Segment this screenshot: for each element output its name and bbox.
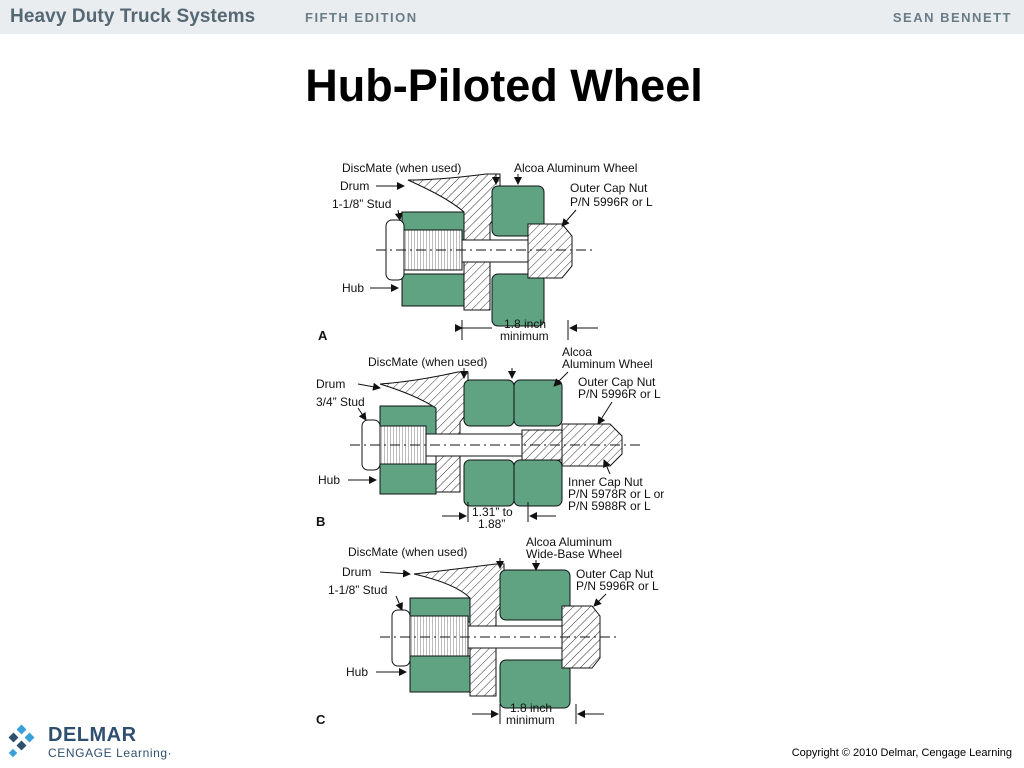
label-wheel-b-1: Alcoa xyxy=(562,345,592,359)
label-dim-a-1: 1.8 inch xyxy=(504,317,546,331)
stud-a-thread xyxy=(403,229,463,271)
logo-sub-text: CENGAGE Learning xyxy=(48,746,168,760)
label-hub-c: Hub xyxy=(346,665,368,679)
panel-c: Alcoa Aluminum Wide-Base Wheel DiscMate … xyxy=(316,535,659,727)
stud-a-shank xyxy=(461,239,533,263)
outer-cap-nut-a xyxy=(527,223,573,279)
wheel-b-inner-upper xyxy=(463,379,515,427)
delmar-cengage-logo: DELMAR CENGAGE Learning· xyxy=(8,722,208,762)
label-hub-a: Hub xyxy=(342,281,364,295)
slide-title: Hub-Piloted Wheel xyxy=(305,60,703,111)
hub-c-lower xyxy=(409,655,471,693)
panel-letter-b: B xyxy=(316,514,325,529)
author-name: SEAN BENNETT xyxy=(892,10,1012,25)
label-dim-c-2: minimum xyxy=(506,713,555,727)
wheel-c-upper xyxy=(499,569,571,621)
label-drum-b: Drum xyxy=(316,377,345,391)
label-outer-nut-a-2: P/N 5996R or L xyxy=(570,195,653,209)
label-dim-a-2: minimum xyxy=(500,329,549,343)
label-discmate-b: DiscMate (when used) xyxy=(368,355,487,369)
wheel-b-inner-lower xyxy=(463,459,515,507)
label-wheel-c-2: Wide-Base Wheel xyxy=(526,547,622,561)
logo-sub-mark: · xyxy=(167,746,173,760)
label-wheel-c-1: Alcoa Aluminum xyxy=(526,535,612,549)
stud-c-head xyxy=(391,609,411,667)
panel-b: DiscMate (when used) Alcoa Aluminum Whee… xyxy=(316,345,664,531)
label-outer-nut-c-1: Outer Cap Nut xyxy=(576,567,654,581)
label-discmate-c: DiscMate (when used) xyxy=(348,545,467,559)
wheel-b-outer-upper xyxy=(513,379,563,427)
label-stud-c: 1-1/8” Stud xyxy=(328,583,387,597)
stud-c-thread xyxy=(409,615,469,657)
book-title: Heavy Duty Truck Systems xyxy=(10,6,256,27)
label-inner-nut-b-2: P/N 5978R or L or xyxy=(568,487,664,501)
label-wheel-b-2: Aluminum Wheel xyxy=(562,357,653,371)
label-inner-nut-b-1: Inner Cap Nut xyxy=(568,475,643,489)
hub-b-lower xyxy=(379,463,437,495)
drum-a xyxy=(407,173,501,311)
delmar-logo-icon xyxy=(8,724,35,758)
panel-a: DiscMate (when used) Alcoa Aluminum Whee… xyxy=(318,161,653,343)
hub-piloted-wheel-figure: DiscMate (when used) Alcoa Aluminum Whee… xyxy=(316,161,664,727)
label-dim-b-2: 1.88” xyxy=(478,517,505,531)
label-outer-nut-c-2: P/N 5996R or L xyxy=(576,579,659,593)
panel-letter-c: C xyxy=(316,712,326,727)
label-hub-b: Hub xyxy=(318,473,340,487)
wheel-b-outer-lower xyxy=(513,459,563,507)
label-stud-a: 1-1/8” Stud xyxy=(332,197,391,211)
label-discmate-a: DiscMate (when used) xyxy=(342,161,461,175)
label-wheel-a: Alcoa Aluminum Wheel xyxy=(514,161,637,175)
label-dim-c-1: 1.8 inch xyxy=(510,701,552,715)
slide-header: Heavy Duty Truck Systems FIFTH EDITION S… xyxy=(0,0,1024,34)
hub-a-lower xyxy=(401,273,465,307)
label-outer-nut-a-1: Outer Cap Nut xyxy=(570,181,648,195)
label-dim-b-1: 1.31” to xyxy=(472,505,513,519)
panel-letter-a: A xyxy=(318,328,328,343)
logo-subtitle: CENGAGE Learning· xyxy=(48,746,172,760)
label-stud-b: 3/4” Stud xyxy=(316,395,365,409)
copyright-notice: Copyright © 2010 Delmar, Cengage Learnin… xyxy=(791,747,1012,759)
edition-label: FIFTH EDITION xyxy=(305,10,418,25)
label-inner-nut-b-3: P/N 5988R or L xyxy=(568,499,651,513)
label-outer-nut-b-2: P/N 5996R or L xyxy=(578,387,661,401)
wheel-c-lower xyxy=(499,659,571,709)
logo-name: DELMAR xyxy=(48,724,137,746)
label-drum-c: Drum xyxy=(342,565,371,579)
label-outer-nut-b-1: Outer Cap Nut xyxy=(578,375,656,389)
label-drum-a: Drum xyxy=(340,179,369,193)
wheel-a-lower xyxy=(491,273,545,327)
